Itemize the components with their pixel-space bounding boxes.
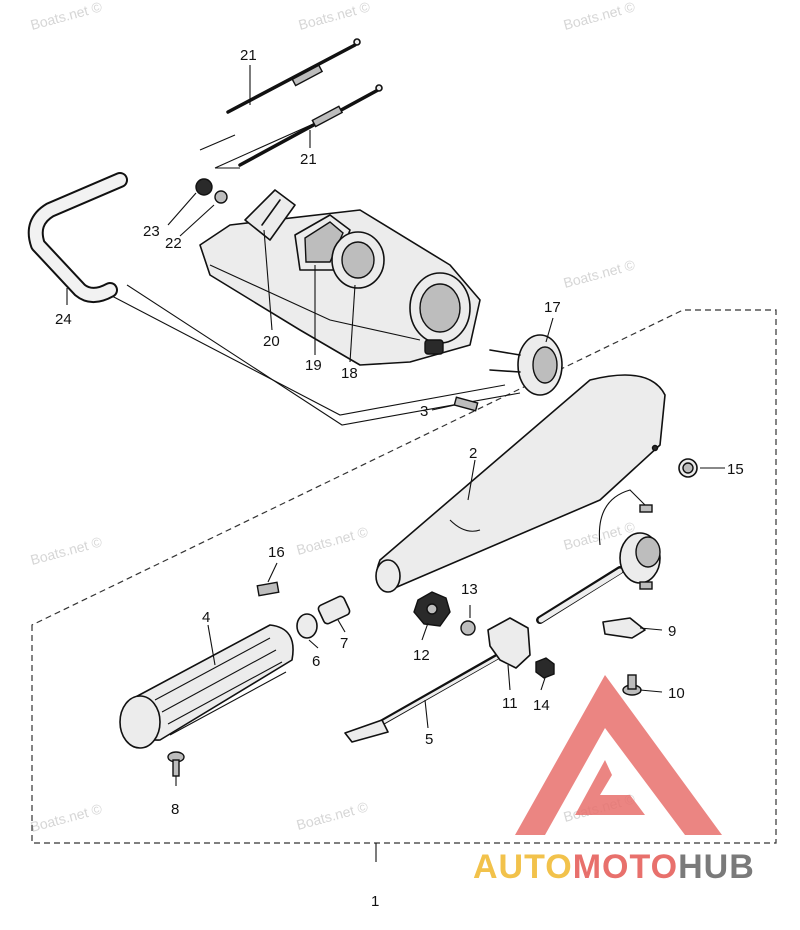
part-4-twist-grip bbox=[119, 624, 294, 749]
callout-9: 9 bbox=[668, 623, 676, 640]
part-6-insert bbox=[296, 613, 318, 639]
watermark: Boats.net © bbox=[29, 533, 105, 568]
assembly-boundary bbox=[31, 309, 777, 844]
callout-1: 1 bbox=[371, 893, 379, 910]
callout-5: 5 bbox=[425, 731, 433, 748]
callout-6: 6 bbox=[312, 653, 320, 670]
callout-16: 16 bbox=[268, 544, 285, 561]
throttle-shaft-assembly bbox=[536, 489, 661, 624]
watermark: Boats.net © bbox=[29, 800, 105, 835]
watermark: Boats.net © bbox=[297, 0, 373, 33]
callout-8: 8 bbox=[171, 801, 179, 818]
part-11-bracket bbox=[487, 617, 531, 669]
callout-22: 22 bbox=[165, 235, 182, 252]
callout-10: 10 bbox=[668, 685, 685, 702]
upper-housing bbox=[199, 209, 481, 366]
part-3-pin bbox=[453, 396, 479, 412]
callout-19: 19 bbox=[305, 357, 322, 374]
callout-4: 4 bbox=[202, 609, 210, 626]
callout-23: 23 bbox=[143, 223, 160, 240]
part-23-nut bbox=[195, 178, 213, 196]
callout-21-upper: 21 bbox=[240, 47, 257, 64]
logo-triangle-outer bbox=[515, 675, 722, 835]
watermark: Boats.net © bbox=[295, 798, 371, 833]
part-22-washer bbox=[214, 190, 228, 204]
callout-14: 14 bbox=[533, 697, 550, 714]
logo-triangle-inner bbox=[575, 760, 645, 815]
part-21-cable-upper bbox=[226, 38, 361, 114]
part-10-screw bbox=[622, 674, 642, 696]
part-21-cable-lower bbox=[238, 84, 383, 167]
watermark: Boats.net © bbox=[29, 0, 105, 33]
callout-labels: 1 2 3 4 5 6 7 8 9 10 11 12 13 14 15 16 1… bbox=[55, 47, 744, 910]
part-20-cover-plate bbox=[244, 189, 296, 241]
callout-21-lower: 21 bbox=[300, 151, 317, 168]
callout-2: 2 bbox=[469, 445, 477, 462]
watermark: Boats.net © bbox=[562, 256, 638, 291]
part-15-plug bbox=[678, 458, 698, 478]
watermark: Boats.net © bbox=[295, 523, 371, 558]
part-12-friction-knob bbox=[413, 591, 451, 627]
logo-text-auto: AUTOMOTOHUB bbox=[473, 848, 755, 886]
callout-18: 18 bbox=[341, 365, 358, 382]
callout-17: 17 bbox=[544, 299, 561, 316]
automotohub-logo: AUTOMOTOHUB bbox=[473, 675, 755, 886]
part-18-seal-ring bbox=[331, 231, 385, 289]
callout-11: 11 bbox=[502, 695, 518, 712]
part-7-bushing bbox=[317, 595, 351, 625]
callout-7: 7 bbox=[340, 635, 348, 652]
callout-15: 15 bbox=[727, 461, 744, 478]
part-8-screw bbox=[167, 751, 185, 777]
callout-12: 12 bbox=[413, 647, 430, 664]
part-9-clip bbox=[602, 617, 646, 639]
part-16-tag bbox=[256, 581, 280, 597]
part-5-throttle-rod bbox=[344, 652, 503, 743]
part-24-hose-fill bbox=[29, 174, 126, 301]
part-13-washer bbox=[460, 620, 476, 636]
callout-3: 3 bbox=[420, 403, 428, 420]
callout-20: 20 bbox=[263, 333, 280, 350]
callout-13: 13 bbox=[461, 581, 478, 598]
leader-lines bbox=[66, 65, 725, 786]
part-17-grommet bbox=[489, 334, 563, 396]
part-2-tiller-arm bbox=[375, 374, 666, 593]
part-14-nut bbox=[535, 657, 555, 679]
callout-24: 24 bbox=[55, 311, 72, 328]
watermark: Boats.net © bbox=[562, 0, 638, 33]
